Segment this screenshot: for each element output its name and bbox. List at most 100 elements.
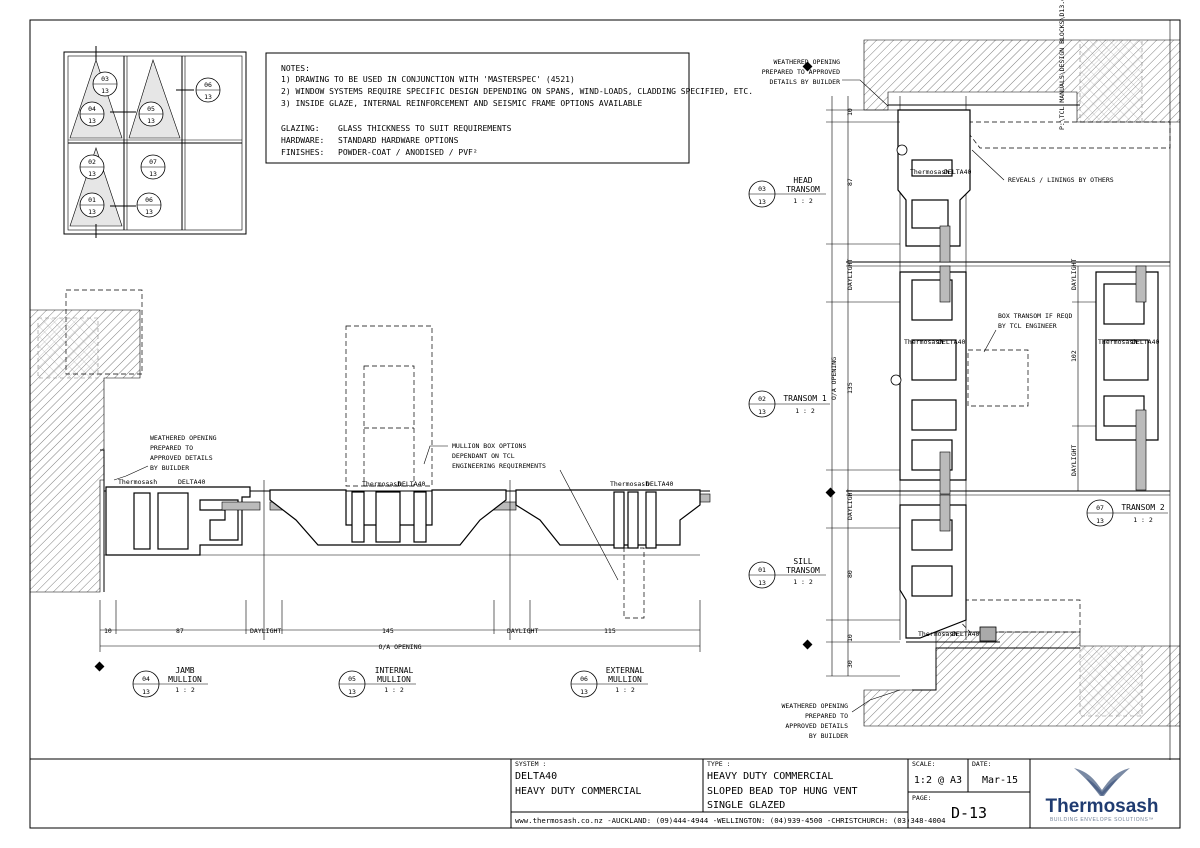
dim-label: 10 — [846, 634, 854, 642]
dim-label: 145 — [382, 627, 394, 635]
spec-value: STANDARD HARDWARE OPTIONS — [338, 136, 459, 145]
svg-text:04: 04 — [88, 105, 96, 113]
page-label: PAGE: — [912, 794, 932, 802]
weathered-note: PREPARED TO APPROVED — [762, 68, 840, 76]
svg-text:13: 13 — [147, 117, 155, 125]
series-mark: DELTA40 — [944, 168, 971, 176]
svg-text:1 : 2: 1 : 2 — [795, 407, 815, 415]
svg-text:13: 13 — [88, 117, 96, 125]
key-marker[interactable]: 06 13 — [136, 192, 162, 218]
date-label: DATE: — [972, 760, 992, 768]
brand-mark: Thermosash — [610, 480, 649, 488]
key-marker[interactable]: 04 13 — [79, 101, 105, 127]
svg-text:13: 13 — [149, 170, 157, 178]
svg-text:1 : 2: 1 : 2 — [175, 686, 195, 694]
dim-label: 30 — [846, 660, 854, 668]
svg-text:07: 07 — [1096, 504, 1104, 512]
note-line: 1) DRAWING TO BE USED IN CONJUNCTION WIT… — [281, 75, 575, 84]
date-value: Mar-15 — [982, 775, 1018, 786]
type-line: SINGLE GLAZED — [707, 800, 785, 811]
spec-value: POWDER-COAT / ANODISED / PVF² — [338, 148, 478, 157]
note-line: 2) WINDOW SYSTEMS REQUIRE SPECIFIC DESIG… — [281, 87, 753, 96]
weathered-note: PREPARED TO — [150, 444, 193, 452]
detail-callout-transom-2[interactable]: 07 13 TRANSOM 2 1 : 2 — [1086, 499, 1168, 527]
svg-text:13: 13 — [204, 93, 212, 101]
datum-marker — [825, 487, 836, 498]
weathered-note: DETAILS BY BUILDER — [770, 78, 841, 86]
company-logo[interactable]: Thermosash BUILDING ENVELOPE SOLUTIONS™ — [1046, 768, 1159, 823]
datum-marker — [802, 61, 813, 72]
scale-value: 1:2 @ A3 — [914, 775, 962, 786]
svg-text:1 : 2: 1 : 2 — [615, 686, 635, 694]
dim-label: DAYLIGHT — [1070, 259, 1078, 290]
spec-label: HARDWARE: — [281, 136, 324, 145]
svg-text:JAMB: JAMB — [175, 666, 194, 675]
svg-text:06: 06 — [580, 675, 588, 683]
overall-dim: O/A OPENING — [378, 643, 421, 651]
detail-callout-sill[interactable]: 01 13 SILL TRANSOM 1 : 2 — [748, 557, 826, 589]
mullion-note: DEPENDANT ON TCL — [452, 452, 515, 460]
weathered-note: WEATHERED OPENING — [773, 58, 840, 66]
svg-text:01: 01 — [88, 196, 96, 204]
key-marker[interactable]: 03 13 — [92, 71, 118, 97]
dim-label: DAYLIGHT — [1070, 445, 1078, 476]
svg-text:INTERNAL: INTERNAL — [375, 666, 414, 675]
dim-label: 87 — [176, 627, 184, 635]
dim-label: 10 — [846, 108, 854, 116]
system-name: HEAVY DUTY COMMERCIAL — [515, 786, 641, 797]
svg-text:13: 13 — [142, 688, 150, 696]
svg-text:03: 03 — [101, 75, 109, 83]
weathered-note: BY BUILDER — [150, 464, 189, 472]
weathered-note: WEATHERED OPENING — [150, 434, 217, 442]
svg-text:01: 01 — [758, 566, 766, 574]
svg-text:13: 13 — [758, 198, 766, 206]
weathered-note: APPROVED DETAILS — [785, 722, 848, 730]
svg-text:HEAD: HEAD — [793, 176, 812, 185]
series-mark: DELTA40 — [178, 478, 205, 486]
svg-text:13: 13 — [145, 208, 153, 216]
brand-mark: Thermosash — [918, 630, 957, 638]
series-mark: DELTA40 — [952, 630, 979, 638]
svg-text:Thermosash: Thermosash — [1046, 796, 1159, 817]
detail-callout-transom-1[interactable]: 02 13 TRANSOM 1 1 : 2 — [748, 390, 830, 418]
key-marker[interactable]: 07 13 — [140, 154, 166, 180]
detail-callout-internal-mullion[interactable]: 05 13 INTERNAL MULLION 1 : 2 — [338, 666, 416, 698]
svg-text:02: 02 — [758, 395, 766, 403]
brand-mark: Thermosash — [362, 480, 401, 488]
series-mark: DELTA40 — [1132, 338, 1159, 346]
dim-label: DAYLIGHT — [846, 489, 854, 520]
svg-text:MULLION: MULLION — [377, 675, 411, 684]
overall-dim: O/A OPENING — [830, 357, 838, 400]
svg-text:1 : 2: 1 : 2 — [793, 578, 813, 586]
detail-callout-external-mullion[interactable]: 06 13 EXTERNAL MULLION 1 : 2 — [570, 666, 648, 698]
page-number: D-13 — [951, 804, 987, 822]
type-line: SLOPED BEAD TOP HUNG VENT — [707, 786, 858, 797]
series-mark: DELTA40 — [646, 480, 673, 488]
datum-marker — [802, 639, 813, 650]
svg-text:05: 05 — [348, 675, 356, 683]
key-marker[interactable]: 01 13 — [79, 192, 105, 218]
svg-text:EXTERNAL: EXTERNAL — [606, 666, 645, 675]
mullion-note: MULLION BOX OPTIONS — [452, 442, 526, 450]
svg-text:TRANSOM: TRANSOM — [786, 566, 820, 575]
detail-callout-head[interactable]: 03 13 HEAD TRANSOM 1 : 2 — [748, 176, 826, 208]
notes-heading: NOTES: — [281, 64, 310, 73]
svg-text:TRANSOM: TRANSOM — [786, 185, 820, 194]
type-line: HEAVY DUTY COMMERCIAL — [707, 771, 833, 782]
key-marker[interactable]: 05 13 — [138, 101, 164, 127]
brand-mark: Thermosash — [904, 338, 943, 346]
datum-marker — [94, 661, 105, 672]
mullion-note: ENGINEERING REQUIREMENTS — [452, 462, 546, 470]
svg-text:05: 05 — [147, 105, 155, 113]
svg-text:07: 07 — [149, 158, 157, 166]
plan-section-details: Thermosash DELTA40 Thermosash DELTA40 Th… — [29, 289, 711, 672]
brand-mark: Thermosash — [1098, 338, 1137, 346]
series-mark: DELTA40 — [398, 480, 425, 488]
notes-box: NOTES: 1) DRAWING TO BE USED IN CONJUNCT… — [265, 52, 753, 164]
key-marker[interactable]: 02 13 — [79, 154, 105, 180]
key-marker[interactable]: 06 13 — [195, 77, 221, 103]
series-mark: DELTA40 — [938, 338, 965, 346]
detail-callout-jamb[interactable]: 04 13 JAMB MULLION 1 : 2 — [132, 666, 208, 698]
vertical-section-details: Thermosash DELTA40 Thermosash DELTA40 Th… — [802, 20, 1181, 760]
